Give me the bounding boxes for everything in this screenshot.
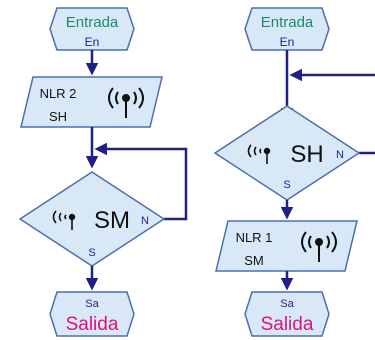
left-decision-block: SM N S xyxy=(18,171,166,267)
right-end-title: Salida xyxy=(261,314,314,335)
right-start-sub: En xyxy=(280,35,295,49)
left-start-sub: En xyxy=(85,35,100,49)
right-process-line2: SM xyxy=(244,253,264,268)
left-decision-yes-label: S xyxy=(88,247,95,259)
right-decision-text: SH xyxy=(290,141,323,168)
left-process-line1: NLR 2 xyxy=(40,86,77,101)
left-process-line2: SH xyxy=(49,109,67,124)
right-decision-no-label: N xyxy=(336,149,344,161)
left-end-title: Salida xyxy=(66,314,119,335)
right-end-sub: Sa xyxy=(280,298,294,310)
left-decision-no-label: N xyxy=(141,215,149,227)
right-decision-block: SH N S xyxy=(213,105,361,201)
antenna-icon xyxy=(301,231,337,262)
left-loop-arrow xyxy=(94,142,188,221)
right-start-title: Entrada xyxy=(261,14,314,31)
left-end-sub: Sa xyxy=(85,298,99,310)
left-start-terminal: Entrada En xyxy=(49,7,135,51)
right-decision-yes-label: S xyxy=(283,179,290,191)
sensor-wave-icon xyxy=(52,210,76,230)
right-end-terminal: Sa Salida xyxy=(244,291,330,337)
sensor-wave-icon xyxy=(247,144,271,164)
right-process-line1: NLR 1 xyxy=(236,230,273,245)
antenna-icon xyxy=(108,87,144,118)
left-process-block: NLR 2 SH xyxy=(20,76,163,128)
right-process-block: NLR 1 SM xyxy=(215,220,358,272)
left-start-title: Entrada xyxy=(66,14,119,31)
right-start-terminal: Entrada En xyxy=(244,7,330,51)
left-decision-text: SM xyxy=(94,207,130,234)
left-end-terminal: Sa Salida xyxy=(49,291,135,337)
